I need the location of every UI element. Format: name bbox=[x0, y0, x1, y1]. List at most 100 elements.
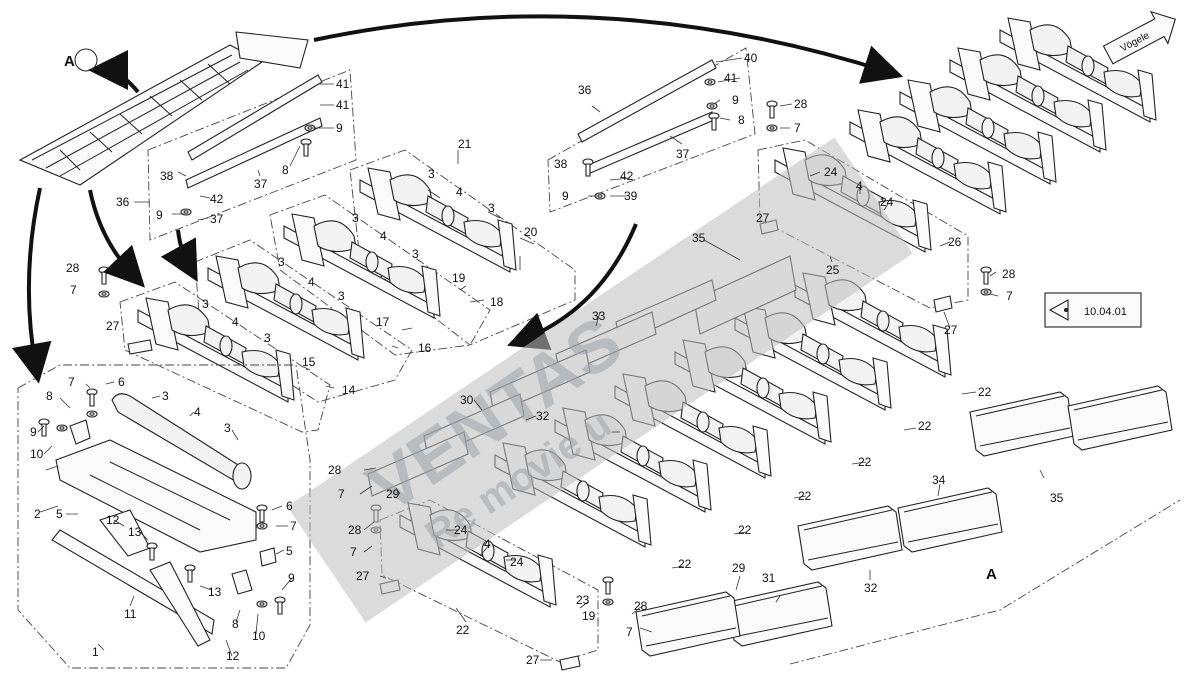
callout-27b: 27 bbox=[756, 211, 770, 225]
view-a-label: A bbox=[64, 53, 75, 70]
callout-9d: 9 bbox=[30, 425, 37, 439]
callout-28f: 28 bbox=[634, 599, 648, 613]
callout-7e: 7 bbox=[290, 519, 297, 533]
callout-36b: 36 bbox=[578, 83, 592, 97]
callout-22g: 22 bbox=[456, 623, 470, 637]
callout-13b: 13 bbox=[208, 585, 222, 599]
callout-28b: 28 bbox=[794, 97, 808, 111]
main-conveyor-assembly bbox=[18, 31, 309, 186]
callout-22e: 22 bbox=[738, 523, 752, 537]
leader-lines bbox=[37, 57, 1045, 661]
callout-31: 31 bbox=[762, 571, 776, 585]
callout-6e: 6 bbox=[286, 499, 293, 513]
callout-28e: 28 bbox=[348, 523, 362, 537]
callout-22a: 22 bbox=[978, 385, 992, 399]
callout-22f: 22 bbox=[678, 557, 692, 571]
callout-4d: 4 bbox=[232, 315, 239, 329]
callout-28a: 28 bbox=[66, 261, 80, 275]
callout-27e: 27 bbox=[526, 653, 540, 667]
callout-9f: 9 bbox=[732, 93, 739, 107]
callout-25: 25 bbox=[826, 263, 840, 277]
callout-6d: 6 bbox=[118, 375, 125, 389]
callout-8f: 8 bbox=[738, 113, 745, 127]
callout-22d: 22 bbox=[798, 489, 812, 503]
callout-37: 37 bbox=[254, 177, 268, 191]
callout-4e: 4 bbox=[194, 405, 201, 419]
view-a-marker: A A bbox=[64, 48, 997, 583]
callout-8e: 8 bbox=[232, 617, 239, 631]
callout-7b: 7 bbox=[794, 121, 801, 135]
callout-3i: 3 bbox=[162, 389, 169, 403]
reference-box: 10.04.01 bbox=[1044, 292, 1142, 328]
callout-19: 19 bbox=[452, 271, 466, 285]
callout-28d: 28 bbox=[328, 463, 342, 477]
callout-12b: 12 bbox=[226, 649, 240, 663]
callout-32b: 32 bbox=[864, 581, 878, 595]
callout-35a: 35 bbox=[692, 231, 706, 245]
callout-8d: 8 bbox=[46, 389, 53, 403]
callout-3e: 3 bbox=[278, 255, 285, 269]
callout-labels: 41 41 9 8 37 38 42 9 37 36 21 3 4 3 20 3… bbox=[30, 51, 1064, 667]
callout-3f: 3 bbox=[338, 289, 345, 303]
callout-35b: 35 bbox=[1050, 491, 1064, 505]
callout-39: 39 bbox=[624, 189, 638, 203]
callout-7d: 7 bbox=[68, 375, 75, 389]
callout-27a: 27 bbox=[106, 319, 120, 333]
callout-4b: 4 bbox=[380, 229, 387, 243]
callout-4g: 4 bbox=[484, 537, 491, 551]
callout-13a: 13 bbox=[128, 525, 142, 539]
callout-19b: 19 bbox=[582, 609, 596, 623]
callout-3g: 3 bbox=[202, 297, 209, 311]
flow-arrows bbox=[12, 14, 904, 384]
callout-34: 34 bbox=[932, 473, 946, 487]
callout-9: 9 bbox=[336, 121, 343, 135]
callout-17: 17 bbox=[376, 315, 390, 329]
callout-7a: 7 bbox=[70, 283, 77, 297]
callout-38b: 38 bbox=[554, 157, 568, 171]
callout-11: 11 bbox=[124, 607, 137, 621]
callout-28c: 28 bbox=[1002, 267, 1016, 281]
callout-5a: 5 bbox=[56, 507, 63, 521]
callout-16: 16 bbox=[418, 341, 432, 355]
callout-22c: 22 bbox=[858, 455, 872, 469]
callout-12a: 12 bbox=[106, 513, 120, 527]
callout-2: 2 bbox=[34, 507, 41, 521]
callout-42: 42 bbox=[210, 192, 224, 206]
guide-strip-group-left bbox=[147, 69, 357, 241]
callout-41b: 41 bbox=[336, 98, 350, 112]
guide-strip-group-right bbox=[547, 47, 756, 213]
callout-9b: 9 bbox=[156, 208, 163, 222]
callout-15: 15 bbox=[302, 355, 316, 369]
callout-1: 1 bbox=[92, 645, 99, 659]
callout-24d: 24 bbox=[510, 555, 524, 569]
callout-41c: 41 bbox=[724, 71, 738, 85]
callout-26: 26 bbox=[948, 235, 962, 249]
callout-10e: 10 bbox=[252, 629, 266, 643]
callout-18: 18 bbox=[490, 295, 504, 309]
callout-4c: 4 bbox=[308, 275, 315, 289]
callout-7f: 7 bbox=[338, 487, 345, 501]
callout-32a: 32 bbox=[536, 409, 550, 423]
callout-20: 20 bbox=[524, 225, 538, 239]
reference-code: 10.04.01 bbox=[1084, 306, 1127, 318]
callout-7g: 7 bbox=[350, 545, 357, 559]
callout-23: 23 bbox=[576, 593, 590, 607]
callout-3d: 3 bbox=[412, 247, 419, 261]
callout-37c: 37 bbox=[676, 147, 690, 161]
callout-9e: 9 bbox=[288, 571, 295, 585]
callout-3j: 3 bbox=[224, 421, 231, 435]
callout-29a: 29 bbox=[386, 487, 400, 501]
callout-10d: 10 bbox=[30, 447, 44, 461]
callout-42b: 42 bbox=[620, 169, 634, 183]
callout-24c: 24 bbox=[454, 523, 468, 537]
callout-27c: 27 bbox=[944, 323, 958, 337]
callout-29b: 29 bbox=[732, 561, 746, 575]
callout-24b: 24 bbox=[880, 195, 894, 209]
callout-41: 41 bbox=[336, 77, 350, 91]
view-a-label-bottom: A bbox=[986, 566, 997, 583]
detail-exploded-box bbox=[17, 364, 311, 669]
callout-14: 14 bbox=[342, 383, 356, 397]
brand-arrow-tag: Vögele bbox=[1102, 10, 1177, 65]
